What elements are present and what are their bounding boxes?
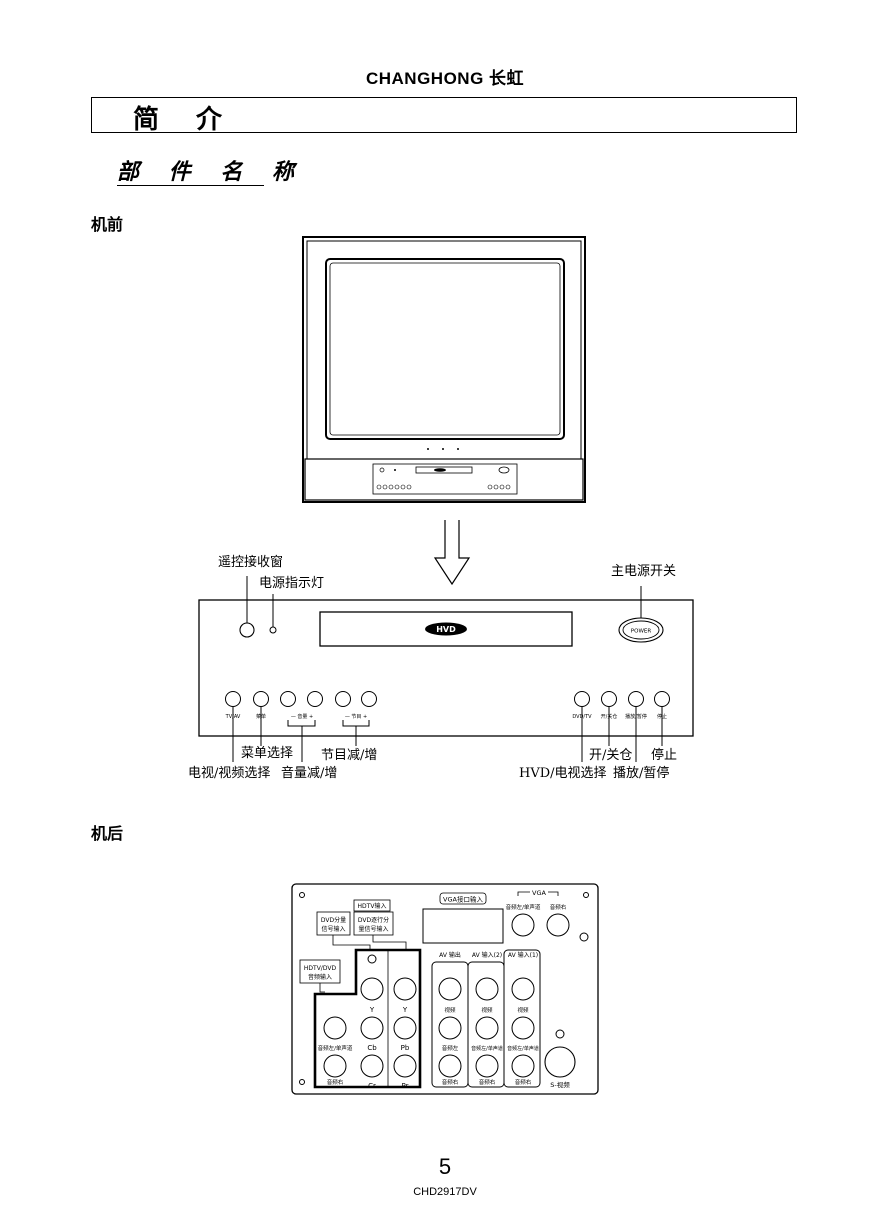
y-label-1: Y — [369, 1006, 375, 1014]
callout-volume: 音量减/增 — [281, 766, 338, 781]
front-heading: 机前 — [91, 215, 124, 234]
pb-label: Pb — [401, 1044, 410, 1052]
btn-vol-label: — 音量 + — [291, 713, 313, 720]
front-panel-illustration: HVD POWER TV/AV 菜单 — 音量 + — 节目 + DVD/TV … — [198, 576, 694, 762]
callout-remote-window: 遥控接收窗 — [218, 555, 284, 570]
audio-r-label-hd: 音频右 — [327, 1078, 344, 1086]
rear-panel-illustration: VGA接口输入 VGA 音频左/单声道 音频右 HDTV输入 DVD逐行分 量信… — [291, 883, 599, 1095]
audio-l-mono-label-in2: 音频左/单声道 — [471, 1045, 503, 1052]
audio-r-label-in1: 音频右 — [515, 1078, 532, 1086]
section-title: 简 介 — [133, 105, 237, 135]
vga-label: VGA — [532, 889, 546, 897]
callout-power-indicator: 电源指示灯 — [259, 576, 325, 591]
subsection-underline — [117, 185, 264, 186]
hdtv-dvd-audio-label-1: HDTV/DVD — [304, 965, 337, 972]
audio-l-mono-label-in1: 音频左/单声道 — [507, 1045, 539, 1052]
audio-l-mono-label-hd: 音频左/单声道 — [318, 1044, 353, 1052]
vga-audio-l-label: 音频左/单声道 — [506, 903, 541, 911]
dvd-component-label-2: 信号输入 — [321, 925, 345, 933]
hvd-badge: HVD — [436, 625, 456, 634]
callout-hvd-tv: HVD/电视选择 — [519, 766, 607, 781]
dvd-progressive-label-2: 量信号输入 — [358, 925, 388, 933]
btn-ch-label: — 节目 + — [345, 714, 367, 720]
video-label-in2: 视频 — [481, 1006, 493, 1014]
callout-channel: 节目减/增 — [321, 748, 378, 763]
video-label-in1: 视频 — [517, 1006, 529, 1014]
hdtv-dvd-audio-label-2: 音频输入 — [308, 973, 332, 981]
brand-logo: CHANGHONG 长虹 — [365, 69, 525, 88]
back-heading: 机后 — [91, 824, 124, 843]
cb-label: Cb — [367, 1044, 377, 1052]
pr-label: Pr — [402, 1082, 409, 1090]
tv-front-illustration — [302, 236, 586, 503]
model-number: CHD2917DV — [413, 1186, 477, 1198]
av-in1-label: AV 输入(1) — [508, 951, 538, 959]
audio-r-label-in2: 音频右 — [479, 1078, 496, 1086]
dvd-component-label-1: DVD分量 — [321, 916, 346, 924]
y-label-2: Y — [402, 1006, 408, 1014]
dvd-progressive-label-1: DVD逐行分 — [358, 916, 389, 924]
audio-r-label-out: 音频右 — [442, 1078, 459, 1086]
down-arrow-icon — [433, 520, 471, 586]
section-title-box — [91, 97, 797, 133]
page-number: 5 — [438, 1154, 452, 1179]
power-button: POWER — [631, 629, 652, 635]
callout-menu-select: 菜单选择 — [241, 746, 294, 761]
callout-play-pause: 播放/暂停 — [613, 766, 670, 781]
callout-main-power: 主电源开关 — [611, 564, 677, 579]
callout-stop: 停止 — [651, 748, 678, 763]
callout-open-close: 开/关仓 — [589, 748, 633, 763]
subsection-title: 部 件 名 称 — [117, 159, 305, 185]
vga-port-label: VGA接口输入 — [443, 895, 483, 904]
av-out-label: AV 输出 — [439, 951, 461, 959]
cr-label: Cr — [368, 1082, 376, 1090]
hdtv-in-label: HDTV输入 — [358, 902, 387, 910]
vga-audio-r-label: 音频右 — [550, 903, 567, 911]
video-label-out: 视频 — [444, 1006, 456, 1014]
callout-tv-av: 电视/视频选择 — [188, 766, 271, 781]
av-in2-label: AV 输入(2) — [472, 951, 502, 959]
s-video-label: S-视频 — [550, 1080, 570, 1089]
audio-l-label-out: 音频左 — [442, 1044, 459, 1052]
